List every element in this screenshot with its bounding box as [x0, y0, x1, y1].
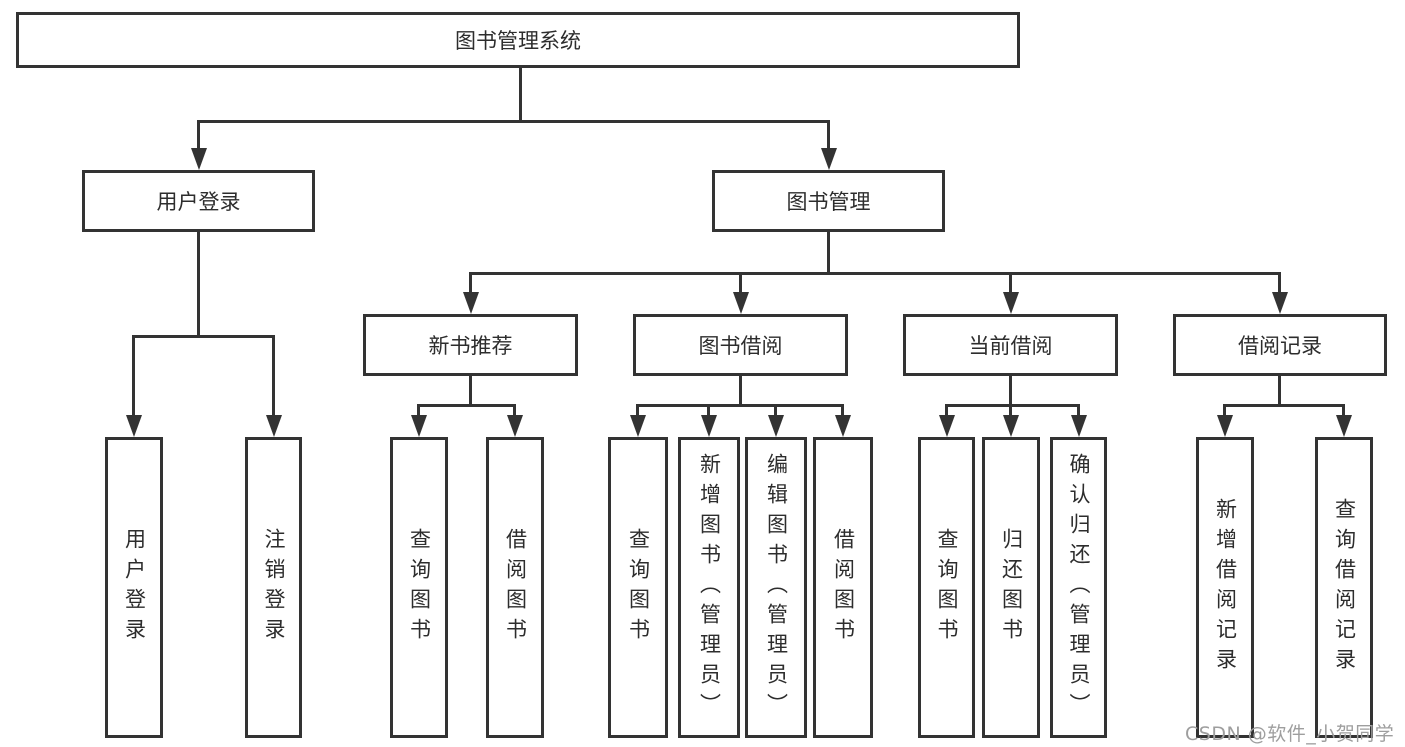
connector-line: [469, 376, 472, 404]
node-new-book-recommend: 新书推荐: [363, 314, 578, 376]
connector-line: [945, 404, 1080, 407]
leaf-query-book-recommend: 查询图书: [390, 437, 448, 738]
leaf-user-login: 用户登录: [105, 437, 163, 738]
node-label: 借阅图书: [831, 527, 856, 648]
connector-arrow: [265, 335, 282, 437]
node-label: 图书管理: [786, 190, 871, 214]
node-label: 查询图书: [935, 527, 959, 648]
csdn-watermark: CSDN @软件_小贺同学: [1185, 723, 1395, 745]
node-label: 确认归还（管理员）: [1067, 452, 1091, 723]
leaf-query-borrow-record: 查询借阅记录: [1315, 437, 1373, 738]
connector-line: [827, 232, 830, 272]
connector-arrow: [1216, 404, 1233, 437]
leaf-query-book-borrowing: 查询图书: [608, 437, 668, 738]
node-label: 归还图书: [999, 527, 1024, 648]
connector-line: [739, 376, 742, 404]
connector-arrow: [732, 272, 749, 314]
node-label: 新书推荐: [428, 334, 513, 358]
node-label: 借阅图书: [503, 527, 528, 648]
leaf-query-book-current: 查询图书: [918, 437, 975, 738]
node-label: 新增借阅记录: [1213, 497, 1238, 678]
connector-line: [1223, 404, 1345, 407]
leaf-add-book-admin: 新增图书（管理员）: [678, 437, 740, 738]
connector-line: [636, 404, 844, 407]
node-current-borrowing: 当前借阅: [903, 314, 1118, 376]
connector-line: [519, 68, 522, 120]
connector-arrow: [629, 404, 646, 437]
connector-arrow: [834, 404, 851, 437]
node-label: 查询图书: [626, 527, 651, 648]
node-label: 当前借阅: [968, 334, 1053, 358]
connector-arrow: [1271, 272, 1288, 314]
node-label: 编辑图书（管理员）: [764, 452, 789, 723]
connector-line: [197, 120, 830, 123]
connector-arrow: [462, 272, 479, 314]
node-label: 查询借阅记录: [1332, 497, 1357, 678]
leaf-add-borrow-record: 新增借阅记录: [1196, 437, 1254, 738]
connector-arrow: [1335, 404, 1352, 437]
connector-arrow: [767, 404, 784, 437]
connector-arrow: [1070, 404, 1087, 437]
node-label: 图书管理系统: [455, 29, 581, 53]
connector-arrow: [125, 335, 142, 437]
connector-line: [469, 272, 1281, 275]
node-label: 注销登录: [262, 527, 286, 648]
leaf-return-book: 归还图书: [982, 437, 1040, 738]
node-label: 借阅记录: [1238, 334, 1322, 358]
node-label: 查询图书: [407, 527, 432, 648]
connector-arrow: [190, 120, 207, 170]
leaf-confirm-return-admin: 确认归还（管理员）: [1050, 437, 1107, 738]
connector-arrow: [1002, 404, 1019, 437]
node-label: 新增图书（管理员）: [697, 452, 722, 723]
node-book-management: 图书管理: [712, 170, 945, 232]
node-user-login: 用户登录: [82, 170, 315, 232]
connector-arrow: [506, 404, 523, 437]
leaf-borrow-book: 借阅图书: [813, 437, 873, 738]
node-label: 用户登录: [122, 527, 147, 648]
node-borrowing-records: 借阅记录: [1173, 314, 1387, 376]
leaf-borrow-book-recommend: 借阅图书: [486, 437, 544, 738]
node-book-borrowing: 图书借阅: [633, 314, 848, 376]
leaf-logout: 注销登录: [245, 437, 302, 738]
connector-arrow: [938, 404, 955, 437]
connector-line: [1278, 376, 1281, 404]
connector-arrow: [410, 404, 427, 437]
node-label: 用户登录: [156, 190, 241, 214]
node-library-management-system: 图书管理系统: [16, 12, 1020, 68]
connector-line: [1009, 376, 1012, 404]
connector-arrow: [1002, 272, 1019, 314]
leaf-edit-book-admin: 编辑图书（管理员）: [745, 437, 807, 738]
node-label: 图书借阅: [698, 334, 783, 358]
connector-arrow: [700, 404, 717, 437]
connector-line: [417, 404, 516, 407]
connector-line: [197, 232, 200, 335]
connector-arrow: [820, 120, 837, 170]
connector-line: [132, 335, 275, 338]
